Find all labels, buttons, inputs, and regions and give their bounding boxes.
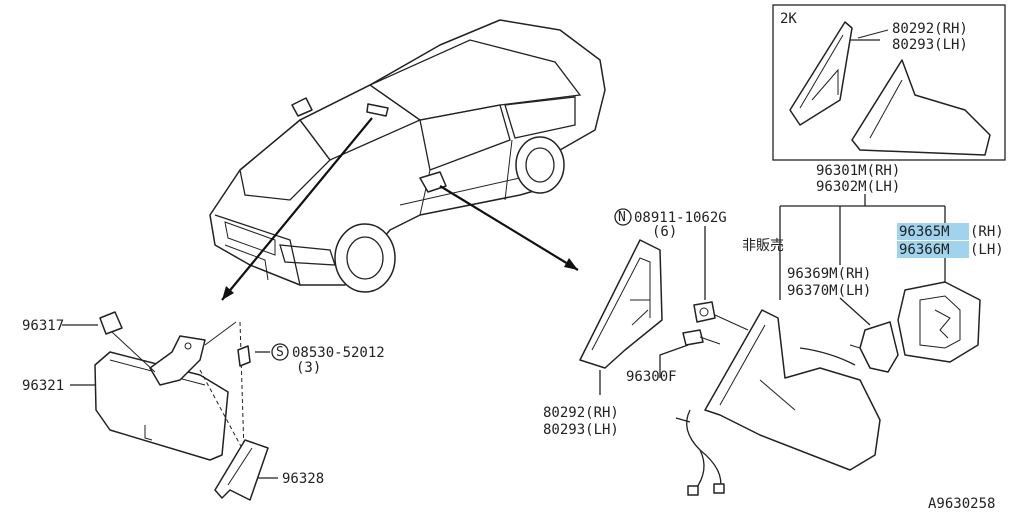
inset-view: 2K 80292(RH) 80293(LH) bbox=[772, 4, 1006, 161]
cover-lh-label: 80293(LH) bbox=[543, 422, 619, 438]
mirror-housing bbox=[675, 309, 881, 496]
grommet-label: 96300F bbox=[626, 369, 677, 385]
pointer-arrows bbox=[221, 117, 579, 301]
bracket-label: 96328 bbox=[282, 471, 324, 487]
nut-and-grommet: N 08911-1062G (6) 96300F bbox=[614, 208, 749, 385]
triangle-cover: 80292(RH) 80293(LH) bbox=[543, 239, 663, 438]
mirror-lh-label: 96302M(LH) bbox=[816, 179, 900, 195]
screw-code-label: 08530-52012 bbox=[292, 345, 385, 361]
glass-lh-highlight bbox=[897, 241, 969, 258]
outer-mirror-labels: 96301M(RH) 96302M(LH) 96365M (RH) 96366M… bbox=[742, 163, 1004, 326]
actuator-lh-label: 96370M(LH) bbox=[787, 283, 871, 299]
cover-rh-label: 80292(RH) bbox=[543, 405, 619, 421]
glass-rh-label: 96365M bbox=[899, 224, 950, 240]
glass-rh-highlight bbox=[897, 223, 969, 240]
inset-view-label: 2K bbox=[780, 11, 797, 27]
mirror-actuator bbox=[799, 321, 899, 373]
nut-code-label: 08911-1062G bbox=[634, 210, 727, 226]
not-for-sale-label: 非販売 bbox=[742, 238, 784, 254]
mirror-rh-label: 96301M(RH) bbox=[816, 163, 900, 179]
nut-qty-label: (6) bbox=[652, 224, 677, 240]
glass-lh-suffix: (LH) bbox=[970, 242, 1004, 258]
actuator-rh-label: 96369M(RH) bbox=[787, 266, 871, 282]
diagram-id: A9630258 bbox=[928, 496, 995, 512]
car-illustration bbox=[209, 19, 606, 293]
inner-mirror-label: 96321 bbox=[22, 378, 64, 394]
cap-label: 96317 bbox=[22, 318, 64, 334]
mirror-glass bbox=[897, 281, 981, 363]
screw-badge: S bbox=[276, 345, 284, 360]
inset-part-lh-label: 80293(LH) bbox=[892, 37, 968, 53]
glass-lh-label: 96366M bbox=[899, 242, 950, 258]
inset-part-rh-label: 80292(RH) bbox=[892, 21, 968, 37]
inner-mirror: 96317 96321 S 08530-52012 (3) 96328 bbox=[22, 311, 385, 501]
screw-qty-label: (3) bbox=[296, 360, 321, 376]
nut-badge: N bbox=[618, 210, 626, 225]
glass-rh-suffix: (RH) bbox=[970, 224, 1004, 240]
